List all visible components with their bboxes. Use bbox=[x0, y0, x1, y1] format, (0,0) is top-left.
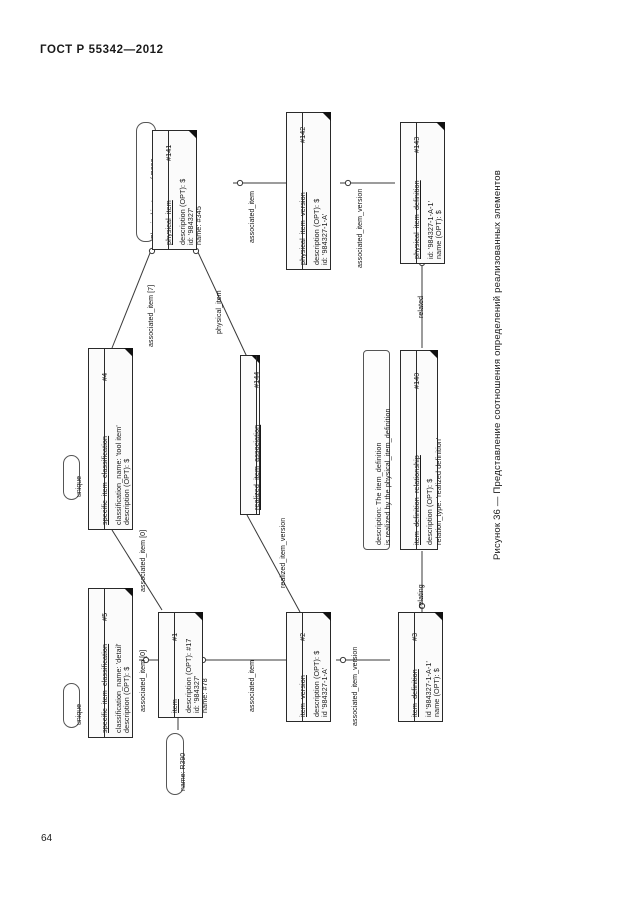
entity-specific-item-classification-4: specific_item_classification #4 classifi… bbox=[88, 348, 133, 530]
entity-name: physical_item_version bbox=[298, 192, 307, 265]
entity-name: item bbox=[170, 699, 179, 713]
entity-separator bbox=[414, 613, 415, 721]
entity-attribute: id '984327-1-A' bbox=[320, 667, 329, 717]
entity-separator bbox=[174, 613, 175, 717]
entity-item-definition-relationship: item_definition_relationship #140 descri… bbox=[400, 350, 443, 550]
entity-physical-item-version: physical_item_version #142 description (… bbox=[286, 112, 331, 270]
connection-label-associated-item-version: associated_item_version bbox=[357, 188, 364, 268]
entity-separator bbox=[168, 131, 169, 249]
entity-separator bbox=[104, 349, 105, 529]
connection-label-associated-item-0-top: associated_item [0] bbox=[140, 529, 147, 592]
connection-label-associated-item-version-2-3: associated_item_version bbox=[352, 646, 359, 726]
entity-attribute: name (OPT): $ bbox=[432, 668, 441, 717]
entity-ref: #4 bbox=[100, 372, 109, 381]
entity-attribute: name: #78 bbox=[200, 678, 209, 713]
connection-label-relating: relating bbox=[418, 584, 425, 608]
connection-label-associated-item-0-bottom: associated_item [0] bbox=[140, 649, 147, 712]
corner-marker bbox=[188, 130, 197, 139]
entity-attribute: name: #345 bbox=[194, 206, 203, 245]
entity-name: specific_item_classification bbox=[100, 643, 109, 733]
entity-specific-item-classification-5: specific_item_classification #5 classifi… bbox=[88, 588, 133, 738]
entity-separator bbox=[416, 351, 417, 549]
standard-header: ГОСТ Р 55342—2012 bbox=[40, 44, 164, 56]
connection-label-associated-item-7: associated_item [7] bbox=[148, 284, 155, 347]
corner-marker bbox=[436, 122, 445, 131]
entity-physical-item: physical_item #141 description (OPT): $ … bbox=[152, 130, 203, 250]
corner-marker bbox=[322, 612, 331, 621]
note-line: description: The item_definition bbox=[374, 442, 383, 545]
entity-attribute: description (OPT): $ bbox=[425, 478, 434, 545]
note-item-definition-relationship: description: The item_definition is real… bbox=[363, 350, 392, 550]
entity-separator bbox=[416, 123, 417, 263]
entity-attribute: description (OPT): $ bbox=[122, 666, 131, 733]
connection-label-realized-item-version: realized_item_version bbox=[280, 517, 287, 588]
note-line: is realized by the physical_item_definit… bbox=[383, 408, 392, 545]
corner-marker bbox=[322, 112, 331, 121]
round-box-label: unique bbox=[76, 475, 83, 497]
corner-marker bbox=[251, 355, 260, 364]
corner-marker bbox=[124, 588, 133, 597]
entity-item: item #1 description (OPT): #17 id: '9843… bbox=[158, 612, 209, 718]
entity-attribute: id: '984327-1-A' bbox=[320, 213, 329, 266]
connection-label-related: related bbox=[418, 295, 425, 318]
entity-ref: #1 bbox=[170, 632, 179, 641]
round-box-unique-5: unique bbox=[63, 683, 83, 728]
page-number: 64 bbox=[41, 833, 53, 844]
entity-item-definition: item_definition #3 id '984327-1-A-1' nam… bbox=[398, 612, 443, 722]
entity-name: physical_item bbox=[164, 200, 173, 245]
connection-label-associated-item-1-2: associated_item bbox=[249, 659, 256, 712]
entity-separator bbox=[104, 589, 105, 737]
entity-separator bbox=[302, 613, 303, 721]
entity-ref: #141 bbox=[164, 144, 173, 161]
round-box-label: unique bbox=[76, 703, 83, 725]
entity-ref: #142 bbox=[298, 126, 307, 143]
entity-ref: #140 bbox=[412, 372, 421, 389]
round-box-label: name: R390 bbox=[180, 752, 187, 791]
entity-name: item_definition bbox=[410, 669, 419, 717]
entity-name: item_definition_relationship bbox=[412, 455, 421, 545]
entity-attribute: description (OPT): $ bbox=[122, 458, 131, 525]
entity-attribute: relation_type: 'realized definition' bbox=[434, 437, 443, 545]
round-box-name-r390: name: R390 bbox=[166, 733, 187, 795]
entity-ref: #144 bbox=[252, 371, 261, 388]
entity-separator bbox=[302, 113, 303, 269]
entity-ref: #2 bbox=[298, 632, 307, 641]
entity-ref: #3 bbox=[410, 632, 419, 641]
entity-physical-item-definition: physical_item_definition #143 id: '98432… bbox=[400, 122, 445, 264]
entity-name: specific_item_classification bbox=[100, 435, 109, 525]
entity-name: item_version bbox=[298, 675, 307, 717]
round-box-unique-4: unique bbox=[63, 455, 83, 500]
corner-marker bbox=[194, 612, 203, 621]
entity-ref: #5 bbox=[100, 612, 109, 621]
corner-marker bbox=[434, 612, 443, 621]
entity-ref: #143 bbox=[412, 136, 421, 153]
corner-marker bbox=[429, 350, 438, 359]
entity-name: realized_item_association bbox=[252, 424, 261, 510]
corner-marker bbox=[124, 348, 133, 357]
connection-label-physical-item: physical_item bbox=[216, 290, 223, 334]
connection-label-associated-item: associated_item bbox=[249, 190, 256, 243]
entity-realized-item-association: realized_item_association #144 bbox=[240, 355, 261, 515]
entity-separator bbox=[256, 356, 257, 514]
entity-attribute: name (OPT): $ bbox=[434, 210, 443, 259]
entity-name: physical_item_definition bbox=[412, 180, 421, 259]
entity-item-version: item_version #2 description (OPT): $ id … bbox=[286, 612, 331, 722]
